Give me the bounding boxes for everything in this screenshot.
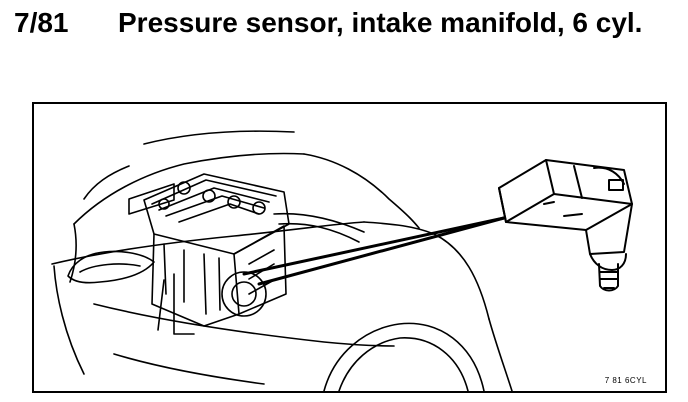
section-number: 7/81 [14,7,69,38]
figure-frame: 7 81 6CYL [32,102,667,393]
engine-block [128,173,365,335]
headlight [67,250,155,284]
callout-lines [242,216,506,286]
pressure-sensor-detail [498,159,633,292]
figure-code: 7 81 6CYL [604,376,647,385]
car-body-outline [51,130,513,391]
technical-illustration [51,130,633,391]
section-title: Pressure sensor, intake manifold, 6 cyl. [118,7,643,38]
